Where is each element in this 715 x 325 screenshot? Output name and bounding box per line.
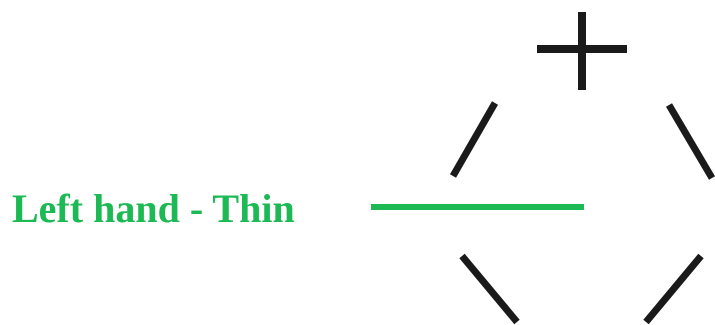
- plus-mark: [537, 12, 627, 90]
- upper-right-stroke: [665, 103, 715, 180]
- upper-left-stroke: [449, 101, 499, 178]
- annotation-label: Left hand - Thin: [12, 186, 295, 231]
- lower-right-stroke: [643, 253, 704, 325]
- lower-left-stroke: [459, 253, 520, 325]
